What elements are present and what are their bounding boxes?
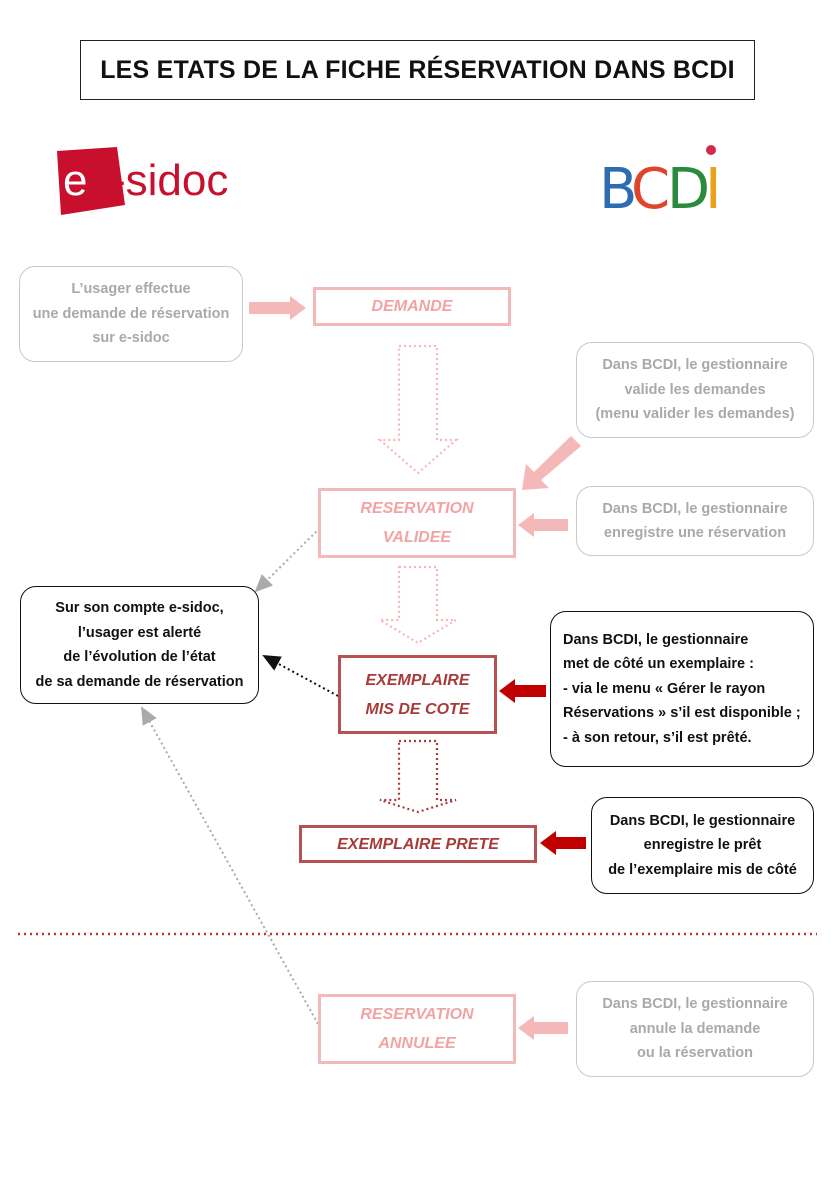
page-title: LES ETATS DE LA FICHE RÉSERVATION DANS B…	[80, 40, 755, 100]
note-valide-demandes: Dans BCDI, le gestionnaire valide les de…	[576, 342, 814, 438]
bcdi-letter-b: B	[599, 157, 637, 220]
note-enregistre-pret: Dans BCDI, le gestionnaire enregistre le…	[591, 797, 814, 894]
note-usager-demande: L’usager effectue une demande de réserva…	[19, 266, 243, 362]
state-exemplaire-mis-de-cote: EXEMPLAIRE MIS DE COTE	[338, 655, 497, 734]
arrow-miscote-to-prete	[379, 739, 457, 814]
esidoc-logo-suffix: -sidoc	[111, 156, 228, 205]
note-enregistre-reservation: Dans BCDI, le gestionnaire enregistre un…	[576, 486, 814, 556]
arrow-annule-to-annulee	[518, 1016, 568, 1040]
state-exemplaire-prete: EXEMPLAIRE PRETE	[299, 825, 537, 863]
arrow-usager-to-demande	[249, 296, 306, 320]
note-annule: Dans BCDI, le gestionnaire annule la dem…	[576, 981, 814, 1077]
pointer-validee-to-alert	[254, 527, 321, 593]
bcdi-logo: B C D I	[595, 140, 730, 222]
arrow-demande-to-validee	[377, 344, 459, 475]
bcdi-letter-c: C	[631, 157, 670, 220]
state-reservation-annulee: RESERVATION ANNULEE	[318, 994, 516, 1064]
pointer-miscote-to-alert	[262, 655, 339, 697]
pointer-annulee-to-alert	[141, 706, 319, 1025]
bcdi-letter-i: I	[705, 157, 722, 220]
note-usager-alerte: Sur son compte e-sidoc, l’usager est ale…	[20, 586, 259, 704]
arrow-validee-to-miscote	[376, 565, 460, 645]
arrow-valide-to-validee	[522, 436, 581, 490]
arrow-pret-note-to-state	[540, 831, 586, 855]
state-reservation-validee: RESERVATION VALIDEE	[318, 488, 516, 558]
state-demande: DEMANDE	[313, 287, 511, 326]
arrow-enregistre-to-validee	[518, 513, 568, 537]
note-met-de-cote: Dans BCDI, le gestionnaire met de côté u…	[550, 611, 814, 767]
bcdi-letter-d: D	[667, 157, 710, 220]
arrow-miscote-note-to-state	[499, 679, 546, 703]
esidoc-logo: e -sidoc	[55, 145, 265, 220]
esidoc-logo-prefix: e	[63, 156, 87, 205]
